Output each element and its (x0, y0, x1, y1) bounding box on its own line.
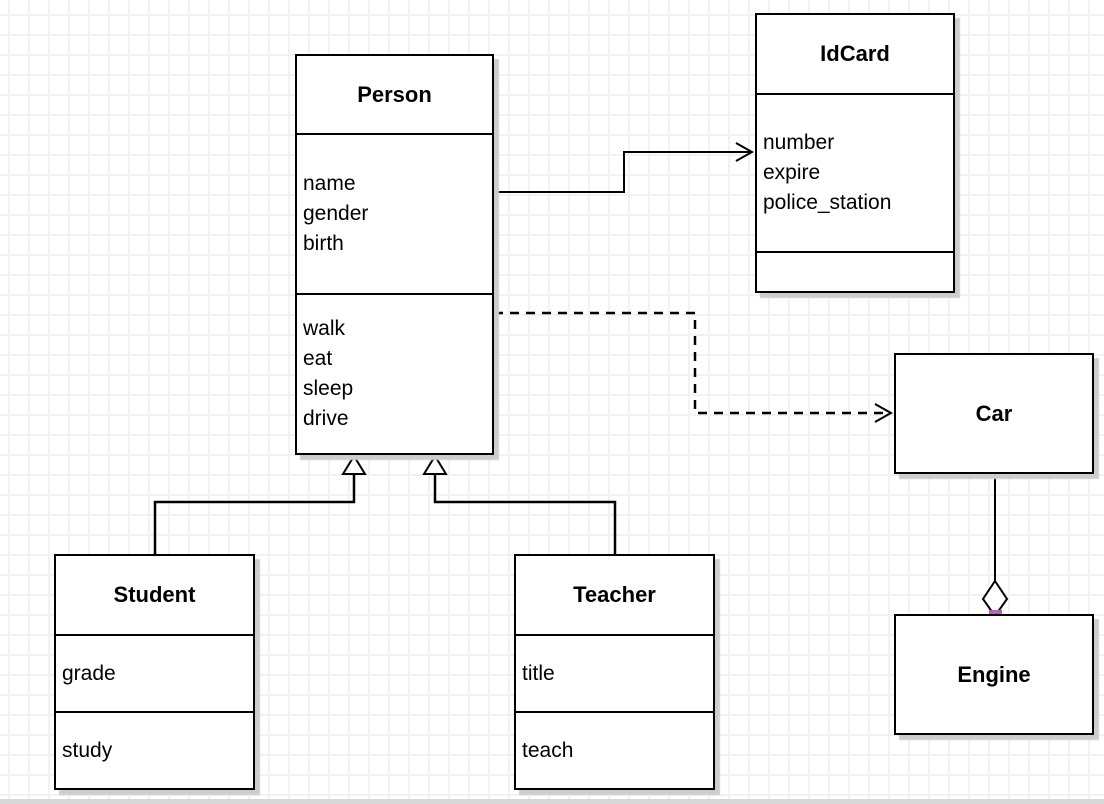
class-title: Car (975, 400, 1013, 426)
method: eat (303, 347, 333, 370)
hollow-triangle-icon (341, 454, 367, 475)
method: teach (522, 738, 574, 762)
methods-section: walk eat sleep drive (297, 295, 492, 453)
connector-dependency-person-car[interactable] (494, 311, 894, 423)
methods-section: teach (516, 713, 713, 788)
method: walk (303, 317, 346, 340)
hollow-triangle-icon (422, 454, 448, 475)
attribute: birth (303, 232, 344, 255)
class-title: Teacher (516, 556, 713, 636)
open-arrowhead-icon (735, 142, 755, 162)
attribute: name (303, 172, 356, 195)
open-arrowhead-icon (874, 403, 894, 423)
methods-section: study (56, 713, 253, 788)
class-box-person[interactable]: Person name gender birth walk eat sleep … (295, 54, 494, 455)
methods-section (757, 253, 953, 291)
class-title: Engine (957, 661, 1031, 687)
method: drive (303, 407, 349, 430)
attributes-section: title (516, 636, 713, 713)
class-box-student[interactable]: Student grade study (54, 554, 255, 790)
attribute: grade (62, 661, 116, 685)
attribute: title (522, 661, 555, 685)
attributes-section: number expire police_station (757, 95, 953, 253)
method: study (62, 738, 113, 762)
attributes-section: grade (56, 636, 253, 713)
method: sleep (303, 377, 354, 400)
hollow-diamond-icon (981, 579, 1009, 618)
connector-association-person-idcard[interactable] (494, 142, 755, 193)
canvas-bottom-edge (0, 799, 1104, 804)
attribute: gender (303, 202, 369, 225)
class-box-engine[interactable]: Engine (894, 614, 1094, 735)
class-box-idcard[interactable]: IdCard number expire police_station (755, 13, 955, 293)
attribute: police_station (763, 191, 892, 214)
class-title: Student (56, 556, 253, 636)
attributes-section: name gender birth (297, 135, 492, 295)
class-box-teacher[interactable]: Teacher title teach (514, 554, 715, 790)
class-title: IdCard (757, 15, 953, 95)
attribute: expire (763, 161, 821, 184)
class-box-car[interactable]: Car (894, 353, 1094, 474)
connector-generalization-student-person[interactable] (153, 454, 367, 554)
connector-aggregation-car-engine[interactable] (981, 465, 1009, 623)
class-title: Person (297, 56, 492, 135)
attribute: number (763, 131, 835, 154)
connector-generalization-teacher-person[interactable] (422, 454, 617, 554)
